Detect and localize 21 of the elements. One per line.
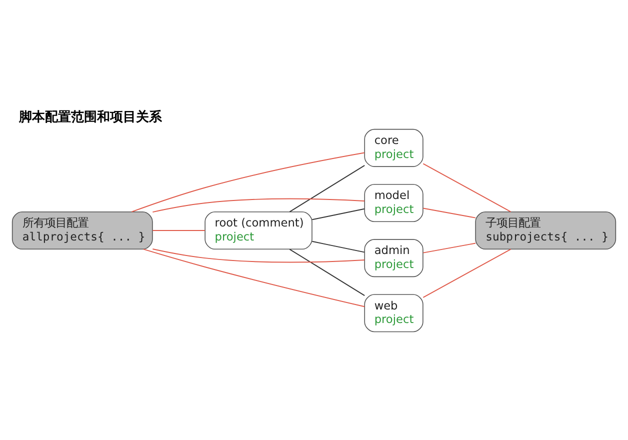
connector bbox=[422, 208, 476, 218]
connector bbox=[142, 248, 365, 308]
connector bbox=[422, 248, 512, 298]
connector bbox=[312, 240, 365, 253]
node-box: web project bbox=[364, 294, 424, 332]
node-box: core project bbox=[364, 128, 424, 167]
connector bbox=[131, 152, 365, 212]
node-box: admin project bbox=[364, 239, 424, 278]
connector bbox=[422, 242, 476, 254]
connector bbox=[289, 164, 366, 212]
connector bbox=[152, 248, 365, 263]
connector bbox=[289, 248, 366, 296]
connector bbox=[422, 163, 512, 212]
node-box: 子项目配置 subprojects{ ... } bbox=[475, 212, 616, 250]
node-box: 所有项目配置 allprojects{ ... } bbox=[12, 212, 153, 250]
connector bbox=[312, 208, 365, 220]
connector bbox=[152, 198, 365, 213]
connector bbox=[152, 230, 206, 232]
node-box: model project bbox=[364, 184, 424, 222]
diagram-title: 脚本配置范围和项目关系 bbox=[18, 110, 162, 126]
node-box: root (comment) project bbox=[204, 212, 312, 250]
